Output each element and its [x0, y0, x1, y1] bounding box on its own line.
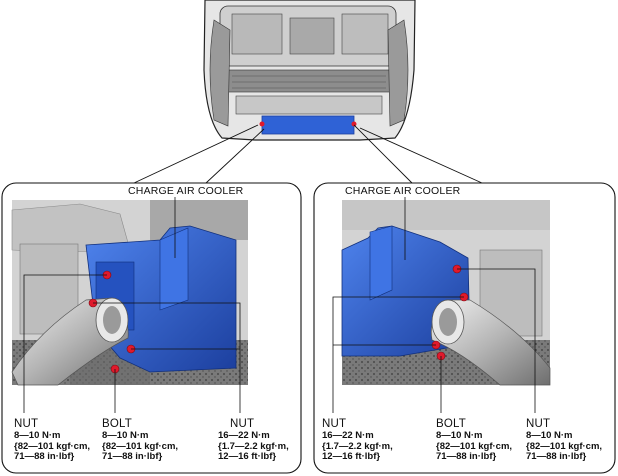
callout-name: NUT — [14, 418, 39, 430]
left-engine-bay-photo — [11, 200, 248, 386]
callout-torque-alt: 71—88 in·lbf} — [436, 451, 497, 463]
callout-torque-alt: {82—101 kgf·cm, — [14, 440, 91, 452]
left-detail-panel — [1, 182, 302, 474]
callout-torque-alt: {1.7—2.2 kgf·m, — [218, 440, 289, 452]
callout-leader-lines — [133, 124, 483, 184]
callout-name: NUT — [322, 418, 347, 430]
left-bolt-callout: BOLT 8—10 N·m {82—101 kgf·cm, 71—88 in·l… — [102, 418, 178, 463]
callout-torque-alt: {1.7—2.2 kgf·m, — [322, 440, 393, 452]
right-nut-callout-2: NUT 8—10 N·m {82—101 kgf·cm, 71—88 in·lb… — [526, 418, 602, 463]
right-bolt-callout: BOLT 8—10 N·m {82—101 kgf·cm, 71—88 in·l… — [436, 418, 512, 463]
callout-torque-alt: 71—88 in·lbf} — [526, 451, 587, 463]
callout-torque: 16—22 N·m — [218, 429, 270, 441]
callout-torque-alt: {82—101 kgf·cm, — [436, 440, 513, 452]
callout-torque: 8—10 N·m — [526, 429, 573, 441]
callout-torque-alt: {82—101 kgf·cm, — [526, 440, 603, 452]
charge-air-cooler-overview — [261, 115, 355, 135]
callout-name: BOLT — [102, 418, 132, 430]
right-nut-callout: NUT 16—22 N·m {1.7—2.2 kgf·m, 12—16 ft·l… — [322, 418, 393, 463]
right-engine-bay-photo — [341, 200, 551, 386]
callout-torque: 16—22 N·m — [322, 429, 374, 441]
charge-air-cooler-label: CHARGE AIR COOLER — [345, 185, 461, 197]
callout-name: BOLT — [436, 418, 466, 430]
callout-torque-alt: 71—88 in·lbf} — [102, 451, 163, 463]
vehicle-front-view — [203, 0, 416, 141]
callout-torque: 8—10 N·m — [102, 429, 149, 441]
right-detail-panel — [313, 182, 616, 474]
callout-torque-alt: 12—16 ft·lbf} — [218, 451, 277, 463]
callout-name: NUT — [230, 418, 255, 430]
left-nut-callout: NUT 8—10 N·m {82—101 kgf·cm, 71—88 in·lb… — [14, 418, 90, 463]
charge-air-cooler-label: CHARGE AIR COOLER — [128, 185, 244, 197]
callout-torque-alt: 12—16 ft·lbf} — [322, 451, 381, 463]
left-nut-callout-2: NUT 16—22 N·m {1.7—2.2 kgf·m, 12—16 ft·l… — [218, 418, 289, 463]
callout-torque-alt: {82—101 kgf·cm, — [102, 440, 179, 452]
callout-torque-alt: 71—88 in·lbf} — [14, 451, 75, 463]
callout-torque: 8—10 N·m — [436, 429, 483, 441]
callout-torque: 8—10 N·m — [14, 429, 61, 441]
callout-name: NUT — [526, 418, 551, 430]
